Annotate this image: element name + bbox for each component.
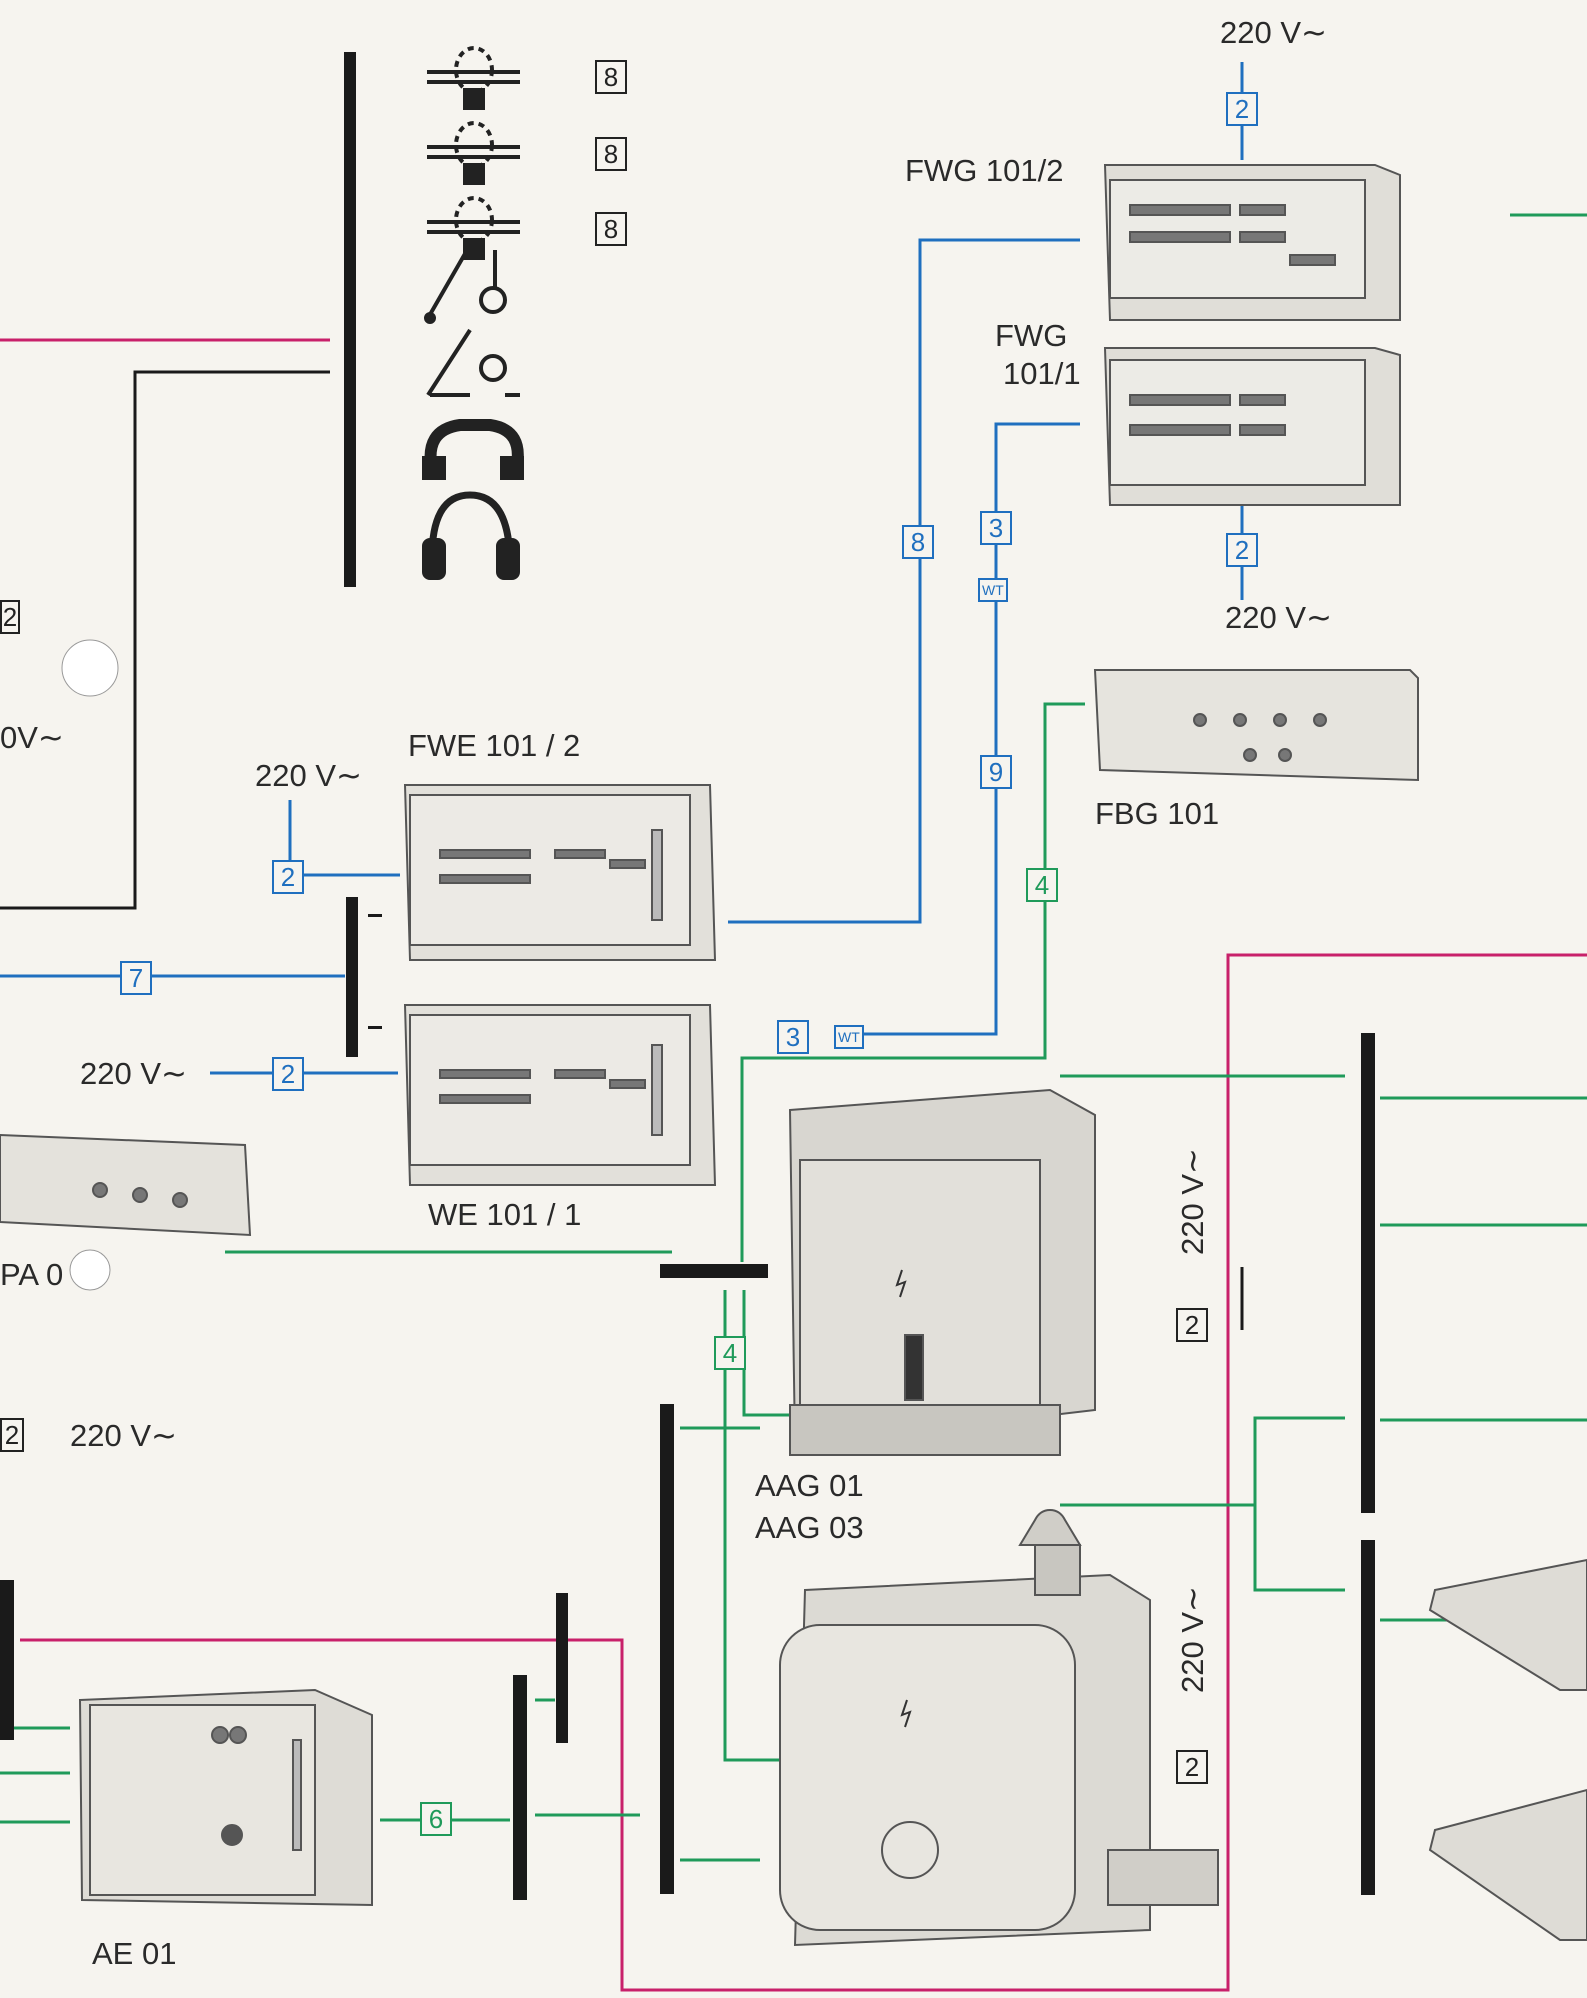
power-label: 220 V∼	[1225, 600, 1332, 636]
connector-number: 8	[595, 212, 627, 246]
foot-switch-icon	[426, 250, 505, 322]
power-label: 220 V∼	[1175, 1148, 1211, 1255]
plug-connector-icon	[427, 123, 520, 183]
connector-number: 2	[0, 1418, 24, 1452]
fwg-101-1-unit	[1105, 348, 1400, 505]
equipment-racks	[0, 165, 1587, 1945]
plug-connector-icon	[427, 48, 520, 108]
label-fwg-101-1-line2: 101/1	[1003, 356, 1081, 392]
connector-number: 8	[595, 60, 627, 94]
connector-number: 6	[420, 1802, 452, 1836]
power-label: 220 V∼	[1175, 1586, 1211, 1693]
power-label: 220 V∼	[1220, 15, 1327, 51]
connector-number: 4	[714, 1336, 746, 1370]
bus-bar	[346, 897, 358, 1057]
switch-icon	[428, 330, 520, 395]
power-label: 220 V∼	[70, 1418, 177, 1454]
wt-marker: WT	[978, 578, 1008, 602]
connector-number: 2	[0, 600, 20, 634]
label-aag-01: AAG 01	[755, 1468, 864, 1504]
pa-0-unit	[0, 1135, 250, 1235]
headphones-icon	[424, 495, 518, 578]
power-label: 0V∼	[0, 720, 64, 756]
label-pa-0: PA 0	[0, 1257, 63, 1293]
connector-number: 2	[272, 1057, 304, 1091]
bus-bar	[1361, 1033, 1375, 1513]
aag-01-unit	[790, 1090, 1095, 1455]
bus-bar	[0, 1580, 14, 1740]
connector-number: 2	[1226, 92, 1258, 126]
aag-03-unit	[780, 1510, 1218, 1945]
speaker-panel-unit	[1430, 1560, 1587, 1940]
bus-bar	[660, 1404, 674, 1894]
bus-bar	[660, 1264, 768, 1278]
connector-number: 8	[595, 137, 627, 171]
label-fwe-101-2: FWE 101 / 2	[408, 728, 580, 764]
label-fwg-101-1-line1: FWG	[995, 318, 1067, 354]
connector-number: 9	[980, 755, 1012, 789]
label-ae-01: AE 01	[92, 1936, 176, 1972]
label-aag-03: AAG 03	[755, 1510, 864, 1546]
plug-connector-icon	[427, 198, 520, 258]
fbg-101-unit	[1095, 670, 1418, 780]
we-101-1-unit	[405, 1005, 715, 1185]
bus-bar	[344, 52, 356, 587]
connector-number: 3	[777, 1020, 809, 1054]
label-we-101-1: WE 101 / 1	[428, 1197, 581, 1233]
connector-number: 2	[1176, 1308, 1208, 1342]
connector-number: 3	[980, 511, 1012, 545]
connector-number: 2	[1176, 1750, 1208, 1784]
connector-number: 2	[272, 860, 304, 894]
power-label: 220 V∼	[255, 758, 362, 794]
connector-number: 7	[120, 961, 152, 995]
label-fwg-101-2: FWG 101/2	[905, 153, 1064, 189]
connector-number: 2	[1226, 533, 1258, 567]
telephone-handset-icon	[424, 425, 522, 478]
label-fbg-101: FBG 101	[1095, 796, 1219, 832]
bus-bar	[513, 1675, 527, 1900]
connector-symbols	[424, 48, 522, 578]
bus-bar	[1361, 1540, 1375, 1895]
fwg-101-2-unit	[1105, 165, 1400, 320]
bus-bar	[556, 1593, 568, 1743]
connector-number: 8	[902, 525, 934, 559]
power-label: 220 V∼	[80, 1056, 187, 1092]
wt-marker: WT	[834, 1025, 864, 1049]
ae-01-unit	[80, 1690, 372, 1905]
fwe-101-2-unit	[405, 785, 715, 960]
connector-number: 4	[1026, 868, 1058, 902]
